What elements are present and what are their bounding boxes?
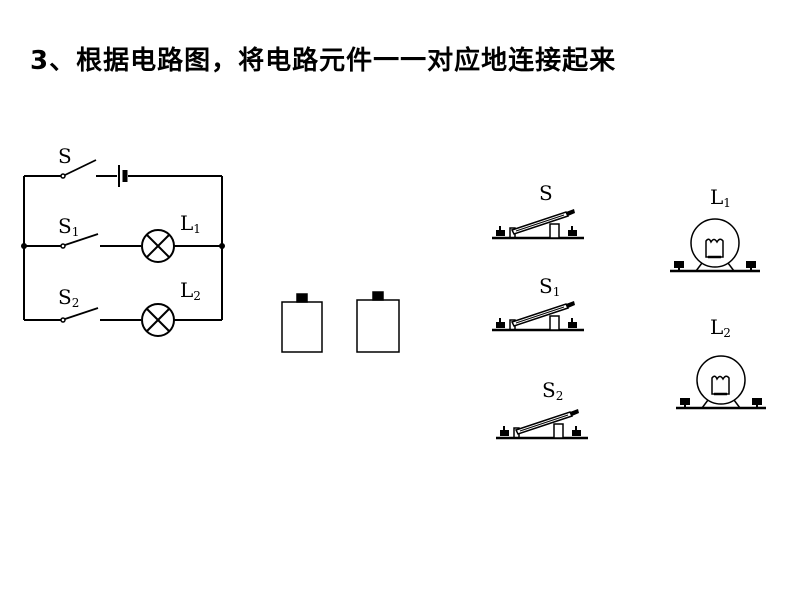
lamp-l1-symbol — [141, 229, 175, 263]
lamp-l2-symbol — [141, 303, 175, 337]
diagram-label-s1: S1 — [58, 214, 79, 239]
diagram-label-s: S — [58, 144, 72, 168]
junction-dot-right — [219, 243, 225, 249]
branch-1 — [24, 229, 222, 263]
junction-dot-left — [21, 243, 27, 249]
switch-s2-lever — [64, 307, 99, 320]
knife-switch-s[interactable] — [490, 207, 586, 240]
diagram-label-s2: S2 — [58, 285, 79, 310]
knife-switch-s2[interactable] — [494, 407, 590, 440]
bulb-holder-l2[interactable] — [674, 354, 768, 410]
switch-s1-lever — [64, 233, 99, 246]
bulb-holder-l1[interactable] — [668, 217, 762, 273]
battery-cell-2[interactable] — [356, 291, 400, 353]
knife-switch-s1[interactable] — [490, 299, 586, 332]
diagram-label-l1: L1 — [180, 211, 201, 236]
diagram-label-l2: L2 — [180, 278, 201, 303]
top-branch — [24, 159, 222, 187]
page-title: 3、根据电路图，将电路元件一一对应地连接起来 — [30, 46, 617, 76]
battery-cell-1[interactable] — [281, 293, 323, 353]
switch-s-lever — [64, 159, 97, 176]
component-label-l2: L2 — [710, 315, 731, 340]
branch-2 — [24, 303, 222, 337]
component-label-s1: S1 — [539, 274, 560, 299]
component-label-s2: S2 — [542, 378, 563, 403]
component-label-s: S — [539, 181, 553, 205]
component-label-l1: L1 — [710, 185, 731, 210]
circuit-diagram — [21, 159, 225, 337]
